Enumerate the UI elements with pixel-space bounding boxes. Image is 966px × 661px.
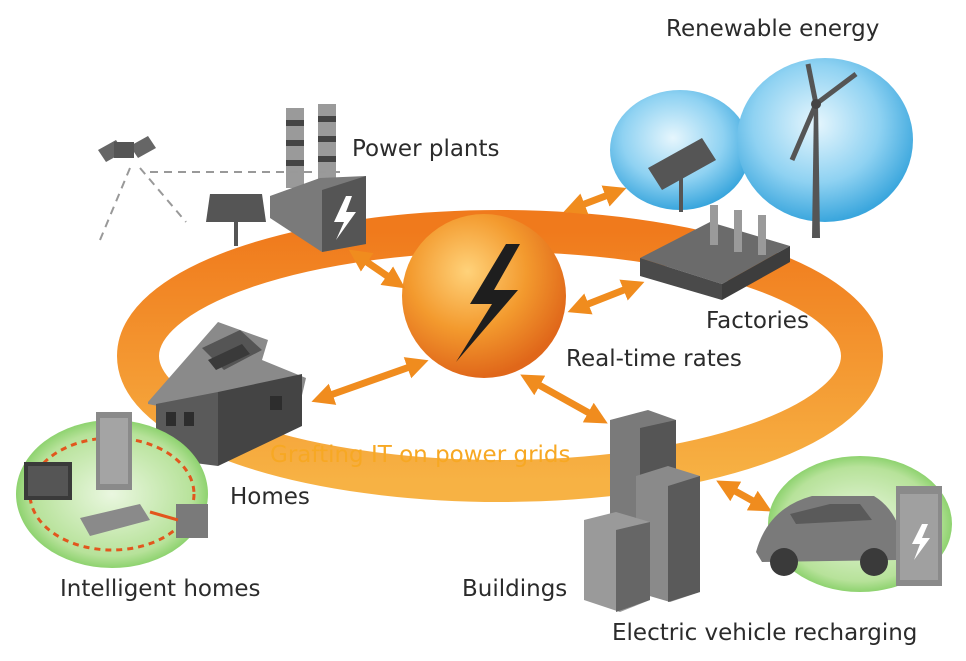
ev-recharging-illustration <box>756 456 952 592</box>
real-time-rates-hub <box>402 214 566 378</box>
label-power-plants: Power plants <box>352 136 500 162</box>
label-intelligent-homes: Intelligent homes <box>60 576 261 602</box>
renewable-energy-illustration <box>610 58 913 238</box>
buildings-icon <box>584 410 700 612</box>
label-factories: Factories <box>706 308 809 334</box>
power-plant-icon <box>270 104 366 252</box>
label-ring: Grafting IT on power grids <box>270 442 571 468</box>
label-ev-recharging: Electric vehicle recharging <box>612 620 917 646</box>
label-homes: Homes <box>230 484 310 510</box>
label-real-time-rates: Real-time rates <box>566 346 742 372</box>
small-solar-panel-icon <box>206 194 266 246</box>
label-renewable-energy: Renewable energy <box>666 16 879 42</box>
label-buildings: Buildings <box>462 576 567 602</box>
